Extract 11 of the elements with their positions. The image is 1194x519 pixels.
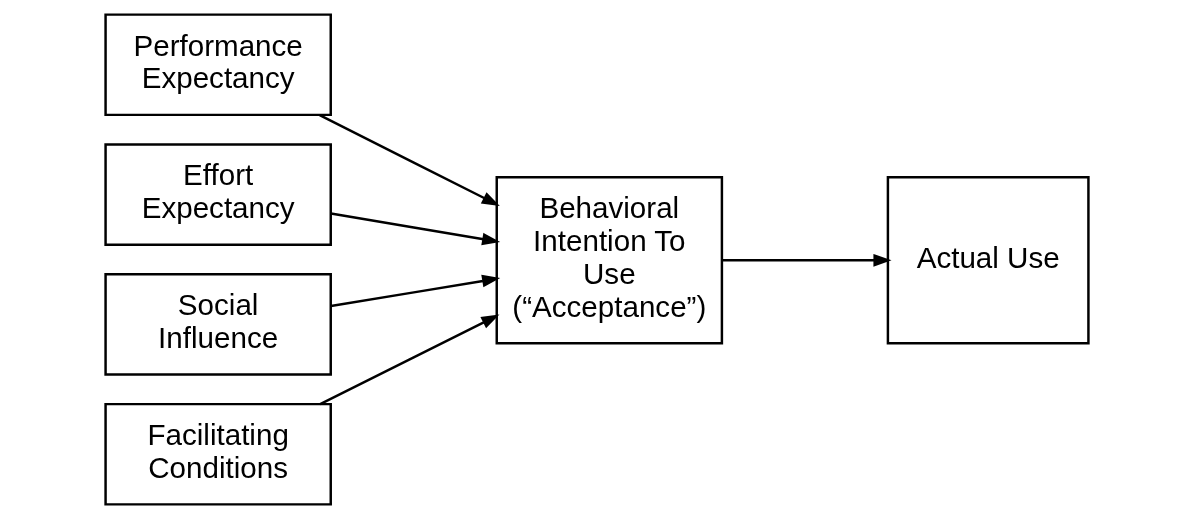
node-box: Behavioral Intention To Use (“Acceptance”) [495, 176, 724, 345]
node-box: Performance Expectancy [104, 13, 332, 117]
node-box: Effort Expectancy [104, 143, 332, 246]
node-box: Actual Use [886, 176, 1090, 345]
arrow [330, 274, 501, 308]
arrow [319, 114, 500, 206]
arrow [319, 314, 500, 406]
node-box: Social Influence [104, 273, 332, 376]
arrow [722, 253, 892, 267]
arrow [330, 212, 501, 246]
node-box: Facilitating Conditions [104, 402, 332, 506]
